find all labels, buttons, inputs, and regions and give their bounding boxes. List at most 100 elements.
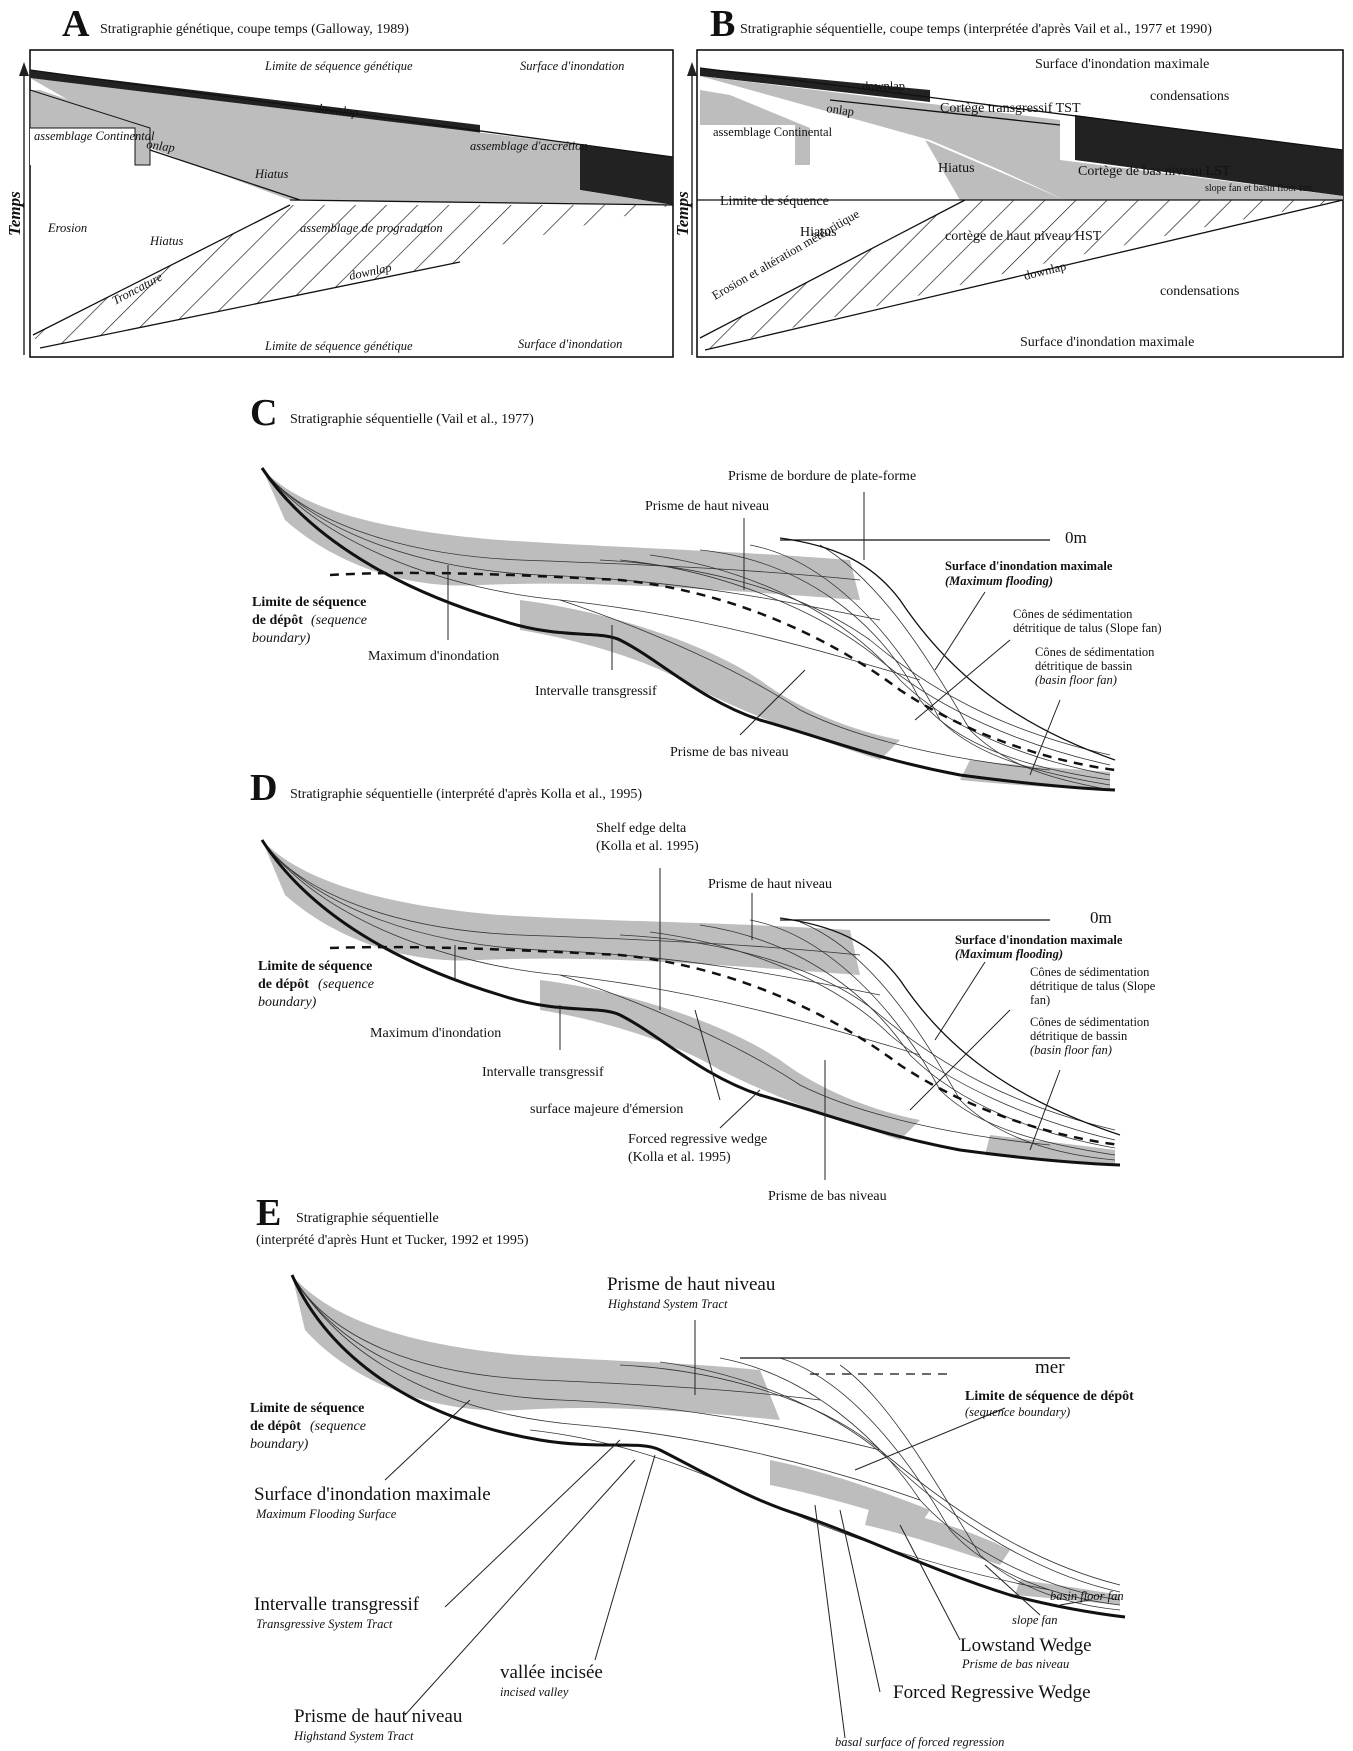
panel-b-time-arrowhead xyxy=(687,62,697,76)
panel-c-strata xyxy=(262,468,1110,790)
panel-d-zero: 0m xyxy=(1090,908,1112,927)
panel-c-limite1: Limite de séquence xyxy=(252,595,366,610)
panel-d-basin3: (basin floor fan) xyxy=(1030,1043,1112,1057)
panel-b-onlap: onlap xyxy=(826,101,855,119)
panel-a-letter: A xyxy=(62,3,90,45)
panel-d-maxinond: Maximum d'inondation xyxy=(370,1026,501,1041)
panel-b-downlap: downlap xyxy=(862,79,905,93)
panel-a-top-boundary: Limite de séquence génétique xyxy=(264,59,413,73)
panel-d-haut: Prisme de haut niveau xyxy=(708,877,832,892)
panel-d-slope2: détritique de talus (Slope xyxy=(1030,979,1156,993)
panel-c-slope2: détritique de talus (Slope fan) xyxy=(1013,621,1162,635)
panel-d-shelf1: Shelf edge delta xyxy=(596,821,687,836)
panel-b-title: Stratigraphie séquentielle, coupe temps … xyxy=(740,22,1212,37)
panel-d-leader-slope xyxy=(910,1010,1010,1110)
panel-d-leader-forced xyxy=(720,1090,760,1128)
panel-e-subtitle: (interprété d'après Hunt et Tucker, 1992… xyxy=(256,1233,529,1248)
panel-a-hiatus1: Hiatus xyxy=(254,167,288,181)
panel-c-sequence-boundary xyxy=(262,468,1115,790)
panel-e-frw: Forced Regressive Wedge xyxy=(893,1682,1091,1703)
panel-a-bottom-boundary: Limite de séquence génétique xyxy=(264,339,413,353)
panel-e-valley-en: incised valley xyxy=(500,1685,569,1699)
panel-c-leader-basin xyxy=(1030,700,1060,775)
panel-b-condensations2: condensations xyxy=(1160,284,1239,299)
panel-d-slope1: Cônes de sédimentation xyxy=(1030,965,1150,979)
panel-e-mfs: Surface d'inondation maximale xyxy=(254,1484,491,1505)
panel-e-bsfr: basal surface of forced regression xyxy=(835,1735,1004,1749)
panel-b-mfs-bottom: Surface d'inondation maximale xyxy=(1020,335,1194,350)
panel-a-hiatus2: Hiatus xyxy=(149,234,183,248)
panel-d-sequence-boundary xyxy=(262,840,1120,1165)
panel-e-leader-valley xyxy=(595,1455,655,1660)
panel-e-letter: E xyxy=(256,1192,281,1234)
panel-d-limite3: (sequence xyxy=(318,977,374,992)
panel-e-tst-en: Transgressive System Tract xyxy=(256,1617,393,1631)
panel-c-basin1: Cônes de sédimentation xyxy=(1035,645,1155,659)
panel-e-limite1: Limite de séquence xyxy=(250,1401,364,1416)
panel-e-mer: mer xyxy=(1035,1357,1065,1378)
panel-e-slopefan: slope fan xyxy=(1012,1613,1057,1627)
panel-d-limite2: de dépôt xyxy=(258,977,309,992)
panel-c-mfs: Surface d'inondation maximale xyxy=(945,559,1113,573)
panel-b-letter: B xyxy=(710,3,735,45)
panel-e-limite-r2: (sequence boundary) xyxy=(965,1405,1070,1419)
panel-c-title: Stratigraphie séquentielle (Vail et al.,… xyxy=(290,412,534,427)
panel-e-leader-mfs xyxy=(385,1400,470,1480)
panel-a-time-arrowhead xyxy=(19,62,29,76)
panel-c-haut: Prisme de haut niveau xyxy=(645,499,769,514)
panel-d-basin1: Cônes de sédimentation xyxy=(1030,1015,1150,1029)
panel-b-fans: slope fan et basin floor fan xyxy=(1205,183,1312,194)
panel-e-hst-top-en: Highstand System Tract xyxy=(607,1297,728,1311)
panel-d-forced2: (Kolla et al. 1995) xyxy=(628,1150,731,1165)
panel-e-title: Stratigraphie séquentielle xyxy=(296,1211,439,1226)
panel-c-bas: Prisme de bas niveau xyxy=(670,745,789,760)
panel-e-lowstand-fr: Prisme de bas niveau xyxy=(961,1657,1069,1671)
panel-e-tst: Intervalle transgressif xyxy=(254,1594,420,1615)
panel-d-mfs: Surface d'inondation maximale xyxy=(955,933,1123,947)
panel-c-maxinond: Maximum d'inondation xyxy=(368,649,499,664)
panel-b-limite: Limite de séquence xyxy=(720,194,829,209)
panel-d-slope3: fan) xyxy=(1030,993,1050,1007)
panel-b-lst: Cortège de bas niveau LST xyxy=(1078,164,1231,179)
panel-d-mfs-en: (Maximum flooding) xyxy=(955,947,1063,961)
panel-b-continental-label: assemblage Continental xyxy=(713,125,833,139)
panel-a-erosion: Erosion xyxy=(47,221,87,235)
panel-d-bas: Prisme de bas niveau xyxy=(768,1189,887,1204)
panel-d-limite1: Limite de séquence xyxy=(258,959,372,974)
panel-c-letter: C xyxy=(250,392,277,434)
panel-a-bottom-flood: Surface d'inondation xyxy=(518,337,622,351)
panel-c-basin2: détritique de bassin xyxy=(1035,659,1133,673)
panel-c-leader-mfs xyxy=(935,592,985,670)
panel-e-valley: vallée incisée xyxy=(500,1662,603,1683)
panel-c-bordure: Prisme de bordure de plate-forme xyxy=(728,469,916,484)
panel-e-limite2: de dépôt xyxy=(250,1419,301,1434)
panel-b-tst: Cortège transgressif TST xyxy=(940,101,1081,116)
panel-e-hst-top: Prisme de haut niveau xyxy=(607,1274,776,1295)
panel-e-hst-bot: Prisme de haut niveau xyxy=(294,1706,463,1727)
panel-a-axis-label: Temps xyxy=(5,191,24,236)
panel-b-mfs-top: Surface d'inondation maximale xyxy=(1035,57,1209,72)
panel-e-lowstand-gray xyxy=(865,1505,1010,1565)
panel-d-title: Stratigraphie séquentielle (interprété d… xyxy=(290,787,642,802)
panel-b-condensations1: condensations xyxy=(1150,89,1229,104)
panel-b: B Stratigraphie séquentielle, coupe temp… xyxy=(673,3,1343,357)
panel-a-continental-label: assemblage Continental xyxy=(34,129,155,143)
panel-d-basin2: détritique de bassin xyxy=(1030,1029,1128,1043)
panel-d-shelf2: (Kolla et al. 1995) xyxy=(596,839,699,854)
panel-c-slope1: Cônes de sédimentation xyxy=(1013,607,1133,621)
panel-a-progradation: assemblage de progradation xyxy=(300,221,443,235)
panel-e-leader-tst xyxy=(445,1440,620,1607)
panel-a-title: Stratigraphie génétique, coupe temps (Ga… xyxy=(100,22,409,37)
panel-c-limite3: (sequence xyxy=(311,613,367,628)
panel-e: E Stratigraphie séquentielle (interprété… xyxy=(250,1192,1134,1749)
panel-d-letter: D xyxy=(250,767,277,809)
panel-c-mfs-en: (Maximum flooding) xyxy=(945,574,1053,588)
panel-c: C Stratigraphie séquentielle (Vail et al… xyxy=(250,392,1162,790)
panel-d-highstand-gray xyxy=(262,840,860,975)
panel-b-hiatus1: Hiatus xyxy=(938,161,975,176)
panel-e-leader-bsfr xyxy=(815,1505,845,1738)
panel-c-limite2: de dépôt xyxy=(252,613,303,628)
panel-e-limite-r1: Limite de séquence de dépôt xyxy=(965,1389,1134,1404)
panel-d-emersion: surface majeure d'émersion xyxy=(530,1102,683,1117)
